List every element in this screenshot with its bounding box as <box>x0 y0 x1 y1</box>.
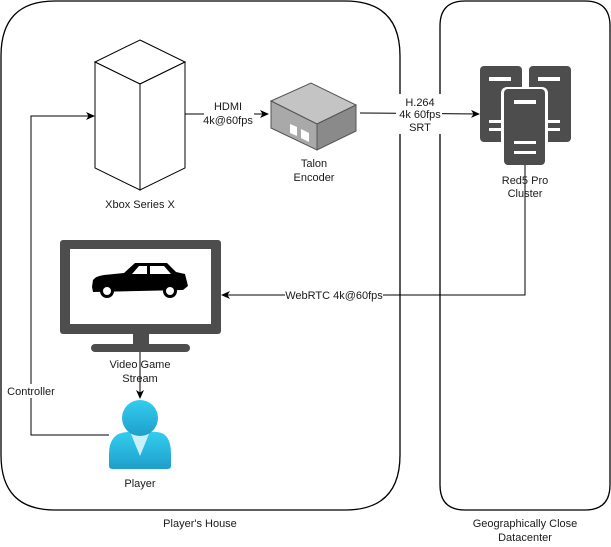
encoder-node[interactable] <box>269 82 358 151</box>
encoder-box-icon <box>269 82 358 151</box>
user-icon <box>109 400 171 469</box>
datacenter-label-line1: Geographically Close <box>473 518 578 530</box>
edge-hdmi-line2: 4k@60fps <box>203 115 253 127</box>
edge-srt-line3: SRT <box>409 122 431 134</box>
edge-controller[interactable] <box>5 112 109 436</box>
encoder-label-line2: Encoder <box>294 172 335 184</box>
monitor-label-line2: Stream <box>122 373 157 385</box>
monitor-car-icon <box>60 240 221 352</box>
edge-srt-line2: 4k 60fps <box>399 109 441 121</box>
car-icon <box>92 263 188 298</box>
player-node[interactable] <box>109 400 171 469</box>
player-label: Player <box>124 478 156 490</box>
xbox-label: Xbox Series X <box>105 199 175 211</box>
datacenter-container[interactable] <box>439 0 611 511</box>
edge-webrtc[interactable] <box>221 165 526 302</box>
encoder-label-line1: Talon <box>301 158 327 170</box>
edge-hdmi-line1: HDMI <box>214 101 242 113</box>
house-label: Player's House <box>163 518 237 530</box>
cluster-node[interactable] <box>480 66 571 167</box>
monitor-label-line1: Video Game <box>110 359 171 371</box>
edge-hdmi[interactable] <box>185 98 269 126</box>
xbox-node[interactable] <box>93 39 187 191</box>
edge-controller-label: Controller <box>7 386 55 398</box>
datacenter-label-line2: Datacenter <box>498 532 552 544</box>
cluster-label-line2: Cluster <box>508 188 543 200</box>
console-cube-icon <box>93 39 187 191</box>
monitor-node[interactable] <box>60 240 221 352</box>
cluster-label-line1: Red5 Pro <box>502 175 548 187</box>
edge-srt[interactable] <box>359 94 480 134</box>
players-house-container[interactable] <box>0 0 401 511</box>
edge-webrtc-label: WebRTC 4k@60fps <box>285 290 383 302</box>
edge-srt-line1: H.264 <box>405 97 434 109</box>
server-cluster-icon <box>480 66 571 167</box>
